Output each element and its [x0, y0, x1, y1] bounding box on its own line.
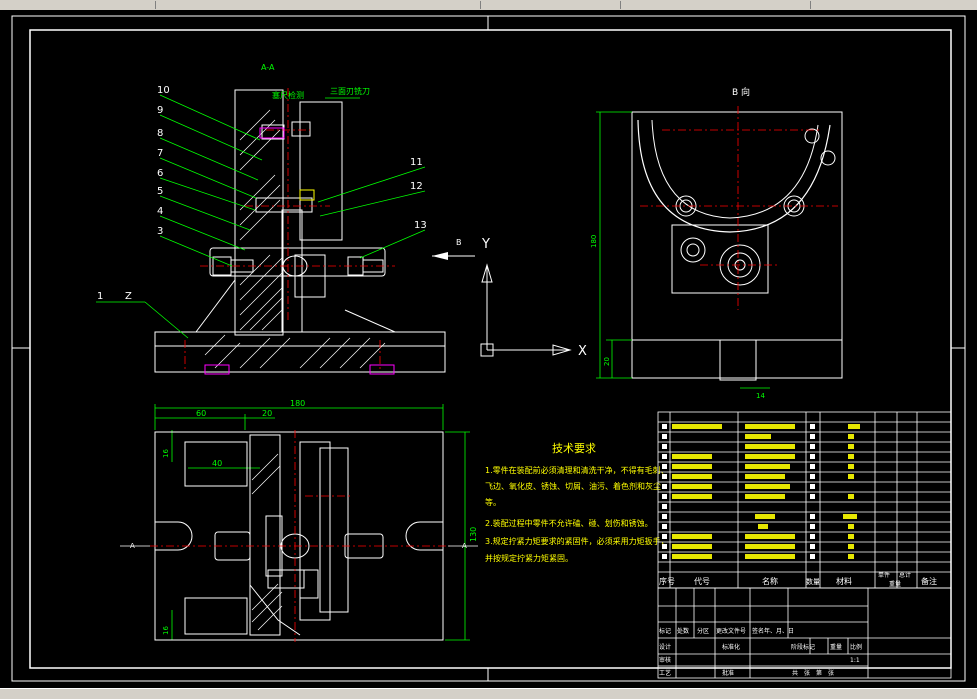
- section-mark-a-left: A: [130, 542, 135, 550]
- parts-list-header: 序号 代号 名称 数量 材料 单件 总计 重量 备注: [659, 571, 937, 588]
- toolbar-separator: [480, 1, 481, 9]
- tech-line-5: 3.规定拧紧力矩要求的紧固件，必须采用力矩扳手，: [485, 536, 669, 546]
- header-qty: 数量: [806, 577, 820, 586]
- dim-180-vertical: 180: [590, 235, 598, 248]
- dim-180: 180: [290, 399, 305, 408]
- tech-line-4: 2.装配过程中零件不允许磕、碰、划伤和锈蚀。: [485, 518, 653, 528]
- tb-sheets: 共 张 第 张: [792, 669, 834, 677]
- dim-60: 60: [196, 409, 206, 418]
- callout-3: 3: [157, 226, 163, 237]
- callout-13: 13: [414, 220, 427, 231]
- dim-130: 130: [469, 527, 478, 542]
- callout-4: 4: [157, 206, 163, 217]
- note-feeler-gauge: 塞尺检测: [272, 90, 304, 100]
- toolbar-separator: [810, 1, 811, 9]
- header-name: 名称: [762, 576, 778, 586]
- tb-process: 工艺: [659, 669, 671, 677]
- parts-list: [657, 411, 952, 679]
- callout-9: 9: [157, 105, 163, 116]
- callout-1: 1: [97, 291, 103, 302]
- header-weight: 重量: [889, 580, 901, 588]
- status-bar: [0, 688, 977, 699]
- tb-stage: 阶段标记: [791, 643, 815, 651]
- tb-weight: 重量: [830, 643, 842, 651]
- tb-count: 处数: [677, 627, 689, 635]
- centering-marks: [12, 16, 965, 681]
- tech-line-3: 等。: [485, 497, 501, 507]
- callout-6: 6: [157, 168, 163, 179]
- tb-review: 审核: [659, 656, 671, 664]
- header-material: 材料: [836, 576, 852, 586]
- section-mark-a-right: A: [462, 542, 467, 550]
- dim-16-lower: 16: [162, 626, 170, 635]
- drawing-canvas[interactable]: A-A: [0, 10, 977, 688]
- callout-5: 5: [157, 186, 163, 197]
- section-label: A-A: [261, 63, 275, 72]
- tb-date: 年、月、日: [764, 627, 794, 635]
- header-total: 总计: [899, 571, 911, 579]
- title-block: 标记 处数 分区 更改文件号 签名 年、月、日 设计 标准化 阶段标记 重量 比…: [659, 627, 862, 677]
- title-bar: [0, 0, 977, 10]
- view-b-arrow-label: B: [456, 238, 462, 247]
- view-b: B 向 180 20: [590, 86, 843, 400]
- header-code: 代号: [694, 576, 710, 586]
- dim-16-upper: 16: [162, 449, 170, 458]
- dim-40: 40: [212, 459, 222, 468]
- tb-change-no: 更改文件号: [716, 627, 746, 635]
- callout-7: 7: [157, 148, 163, 159]
- tech-line-1: 1.零件在装配前必须清理和清洗干净，不得有毛刺、: [485, 465, 669, 475]
- tb-zone: 分区: [697, 627, 709, 635]
- tech-line-6: 并按规定拧紧力矩紧固。: [485, 553, 573, 563]
- section-view-aa: A-A: [96, 63, 446, 375]
- toolbar-separator: [155, 1, 156, 9]
- view-b-label: B 向: [732, 86, 750, 98]
- technical-requirements: 技术要求 1.零件在装配前必须清理和清洗干净，不得有毛刺、 飞边、氧化皮、锈蚀、…: [485, 442, 669, 563]
- dim-20-vertical: 20: [603, 357, 611, 366]
- tb-approve: 批准: [722, 669, 734, 677]
- dim-14: 14: [756, 392, 765, 400]
- parts-list-entries: [662, 424, 860, 559]
- callout-8: 8: [157, 128, 163, 139]
- tb-scale: 比例: [850, 643, 862, 651]
- tb-scale-value: 1:1: [850, 657, 860, 664]
- note-cutter: 三面刃铣刀: [330, 86, 370, 96]
- sheet-inner-border: [29, 29, 952, 669]
- tb-design: 设计: [659, 643, 671, 651]
- callout-10: 10: [157, 85, 170, 96]
- ucs-icon: Y X B: [432, 237, 587, 359]
- dim-20: 20: [262, 409, 272, 418]
- tb-standard: 标准化: [722, 643, 740, 651]
- header-seq: 序号: [659, 576, 675, 586]
- header-remark: 备注: [921, 576, 937, 586]
- tech-line-2: 飞边、氧化皮、锈蚀、切屑、油污、着色剂和灰尘: [485, 481, 661, 491]
- toolbar-separator: [620, 1, 621, 9]
- tb-signature: 签名: [752, 627, 764, 635]
- tb-mark: 标记: [659, 627, 671, 635]
- axis-y-label: Y: [481, 237, 490, 252]
- header-single: 单件: [878, 571, 890, 579]
- axis-x-label: X: [578, 344, 587, 359]
- callout-z: Z: [125, 291, 132, 302]
- top-view: 180 60 20 40 16 16 130: [120, 399, 478, 642]
- callout-11: 11: [410, 157, 423, 168]
- callout-12: 12: [410, 181, 423, 192]
- tech-title: 技术要求: [552, 442, 596, 455]
